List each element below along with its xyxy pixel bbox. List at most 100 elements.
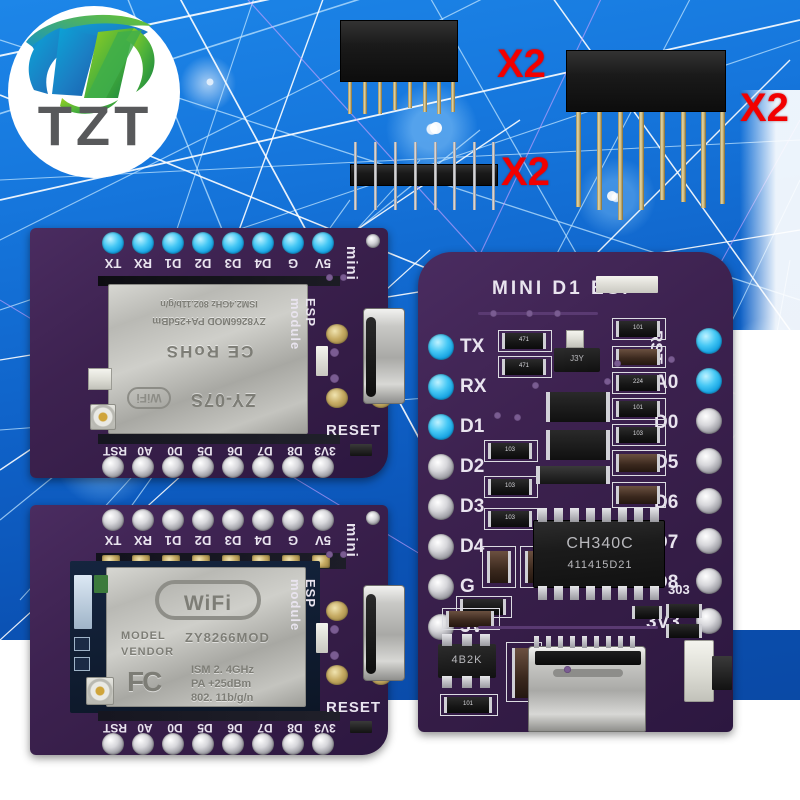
board-pad-d3 (222, 509, 244, 531)
ic-pin (586, 586, 595, 600)
pin-label: 5V (315, 256, 331, 271)
board-pad-d6 (222, 733, 244, 755)
pin-label: 5V (315, 533, 331, 548)
smd-outline: 471 (498, 356, 552, 378)
smd-resistor (666, 624, 702, 638)
smd-outline: 101 (440, 694, 498, 716)
smd-diode (616, 454, 660, 472)
smd-resistor: 103 (488, 443, 532, 459)
via (526, 310, 533, 317)
board-pad-rst[interactable] (696, 328, 722, 354)
pin-label: D1 (164, 256, 182, 271)
gold-mount-pad (326, 388, 348, 408)
usb-c-connector[interactable] (528, 646, 646, 732)
via (330, 651, 339, 660)
header-pin (378, 82, 382, 114)
smd-outline: 101 (612, 318, 666, 340)
board-pad-3v3 (312, 456, 334, 478)
ch340c-usb-serial-ic: CH340C 411415D21 (533, 520, 665, 588)
pin-label: TX (460, 336, 485, 357)
header-pin (437, 82, 441, 114)
board-pad-tx[interactable] (428, 334, 454, 360)
board-pad-rx[interactable] (428, 374, 454, 400)
board-pad-d1[interactable] (428, 414, 454, 440)
board-pad-tx (102, 232, 124, 254)
reset-button-actuator[interactable] (712, 656, 732, 690)
via (330, 374, 339, 383)
smd-resistor: 224 (616, 375, 660, 391)
board-pad-d5[interactable] (696, 448, 722, 474)
board-pad-d6 (222, 456, 244, 478)
via (326, 551, 333, 558)
header-pin (363, 82, 367, 114)
board-pad-d4[interactable] (428, 534, 454, 560)
module-spec-line1: ZY8266MOD PA+25dBm (152, 315, 266, 326)
pin-label: G (287, 533, 299, 548)
board-pad-d6[interactable] (696, 488, 722, 514)
smd-marking: 471 (518, 337, 529, 343)
regulator-marking: 4B2K (451, 654, 483, 666)
smd-component (546, 430, 610, 460)
board-pad-d0[interactable] (696, 408, 722, 434)
board-pad-d0 (162, 456, 184, 478)
via (340, 551, 347, 558)
tzt-logo: TZT (2, 2, 188, 188)
reset-tactile-switch (88, 368, 112, 390)
board-pad-d4 (252, 509, 274, 531)
esp-module-edge-label: ESP module (288, 298, 318, 351)
board-pad-rst (102, 456, 124, 478)
ic-pin (618, 586, 627, 600)
smd-marking: 471 (518, 363, 529, 369)
ic-pin (442, 634, 452, 646)
module-certification: CE RoHS (164, 342, 254, 361)
board-pad-d7[interactable] (696, 528, 722, 554)
ic-pin (554, 508, 563, 522)
pin-label: D0 (654, 412, 679, 433)
board-pad-rx (132, 509, 154, 531)
header-pin (618, 112, 623, 220)
ic-pin (480, 676, 490, 688)
usb-c-connector-board1[interactable] (363, 308, 405, 404)
pin-label: TX (104, 256, 122, 271)
smd-marking: 103 (504, 447, 515, 453)
via (494, 412, 501, 419)
board-pad-a0 (132, 456, 154, 478)
pin-label: G (287, 256, 299, 271)
board-pad-d1 (162, 509, 184, 531)
smd-outline (612, 346, 666, 368)
module-vendor-label: VENDOR (121, 646, 175, 658)
board-pad-d3[interactable] (428, 494, 454, 520)
ic-pin (650, 586, 659, 600)
header-pin (681, 112, 686, 202)
smd-outline: 471 (498, 330, 552, 352)
board-pad-a0[interactable] (696, 368, 722, 394)
via (330, 625, 339, 634)
header-pin (414, 142, 417, 210)
usb-c-opening (366, 594, 376, 674)
header-pin (576, 112, 581, 207)
usb-pin (630, 636, 635, 648)
d1-mini-board-zy8266mod: TX RX D1 D2 D3 D4 G 5V mini WiFi MODEL V… (30, 505, 392, 755)
board-pad-d8[interactable] (696, 568, 722, 594)
mounting-hole (366, 511, 380, 525)
ic-pin (602, 586, 611, 600)
usb-c-connector-board2[interactable] (363, 585, 405, 681)
crystal-component (74, 575, 92, 629)
board-pad-g[interactable] (428, 574, 454, 600)
board-pad-g (282, 232, 304, 254)
usb-pin (570, 636, 575, 648)
board-pad-d2[interactable] (428, 454, 454, 480)
board-pad-d8 (282, 733, 304, 755)
pcb-trace (478, 312, 598, 315)
header-body (566, 50, 726, 112)
ic-pin (538, 508, 547, 522)
d1-mini-board-zy07s: TX RX D1 D2 D3 D4 G 5V mini ISM2.4GHz 80… (30, 228, 392, 478)
transistor-marking: J3Y (570, 354, 584, 363)
header-pin (348, 82, 352, 114)
usb-pin (546, 636, 551, 648)
reset-silk-label: RESET (326, 422, 382, 439)
pin-label: D3 (224, 533, 242, 548)
via (326, 274, 333, 281)
reset-button[interactable] (684, 640, 714, 702)
